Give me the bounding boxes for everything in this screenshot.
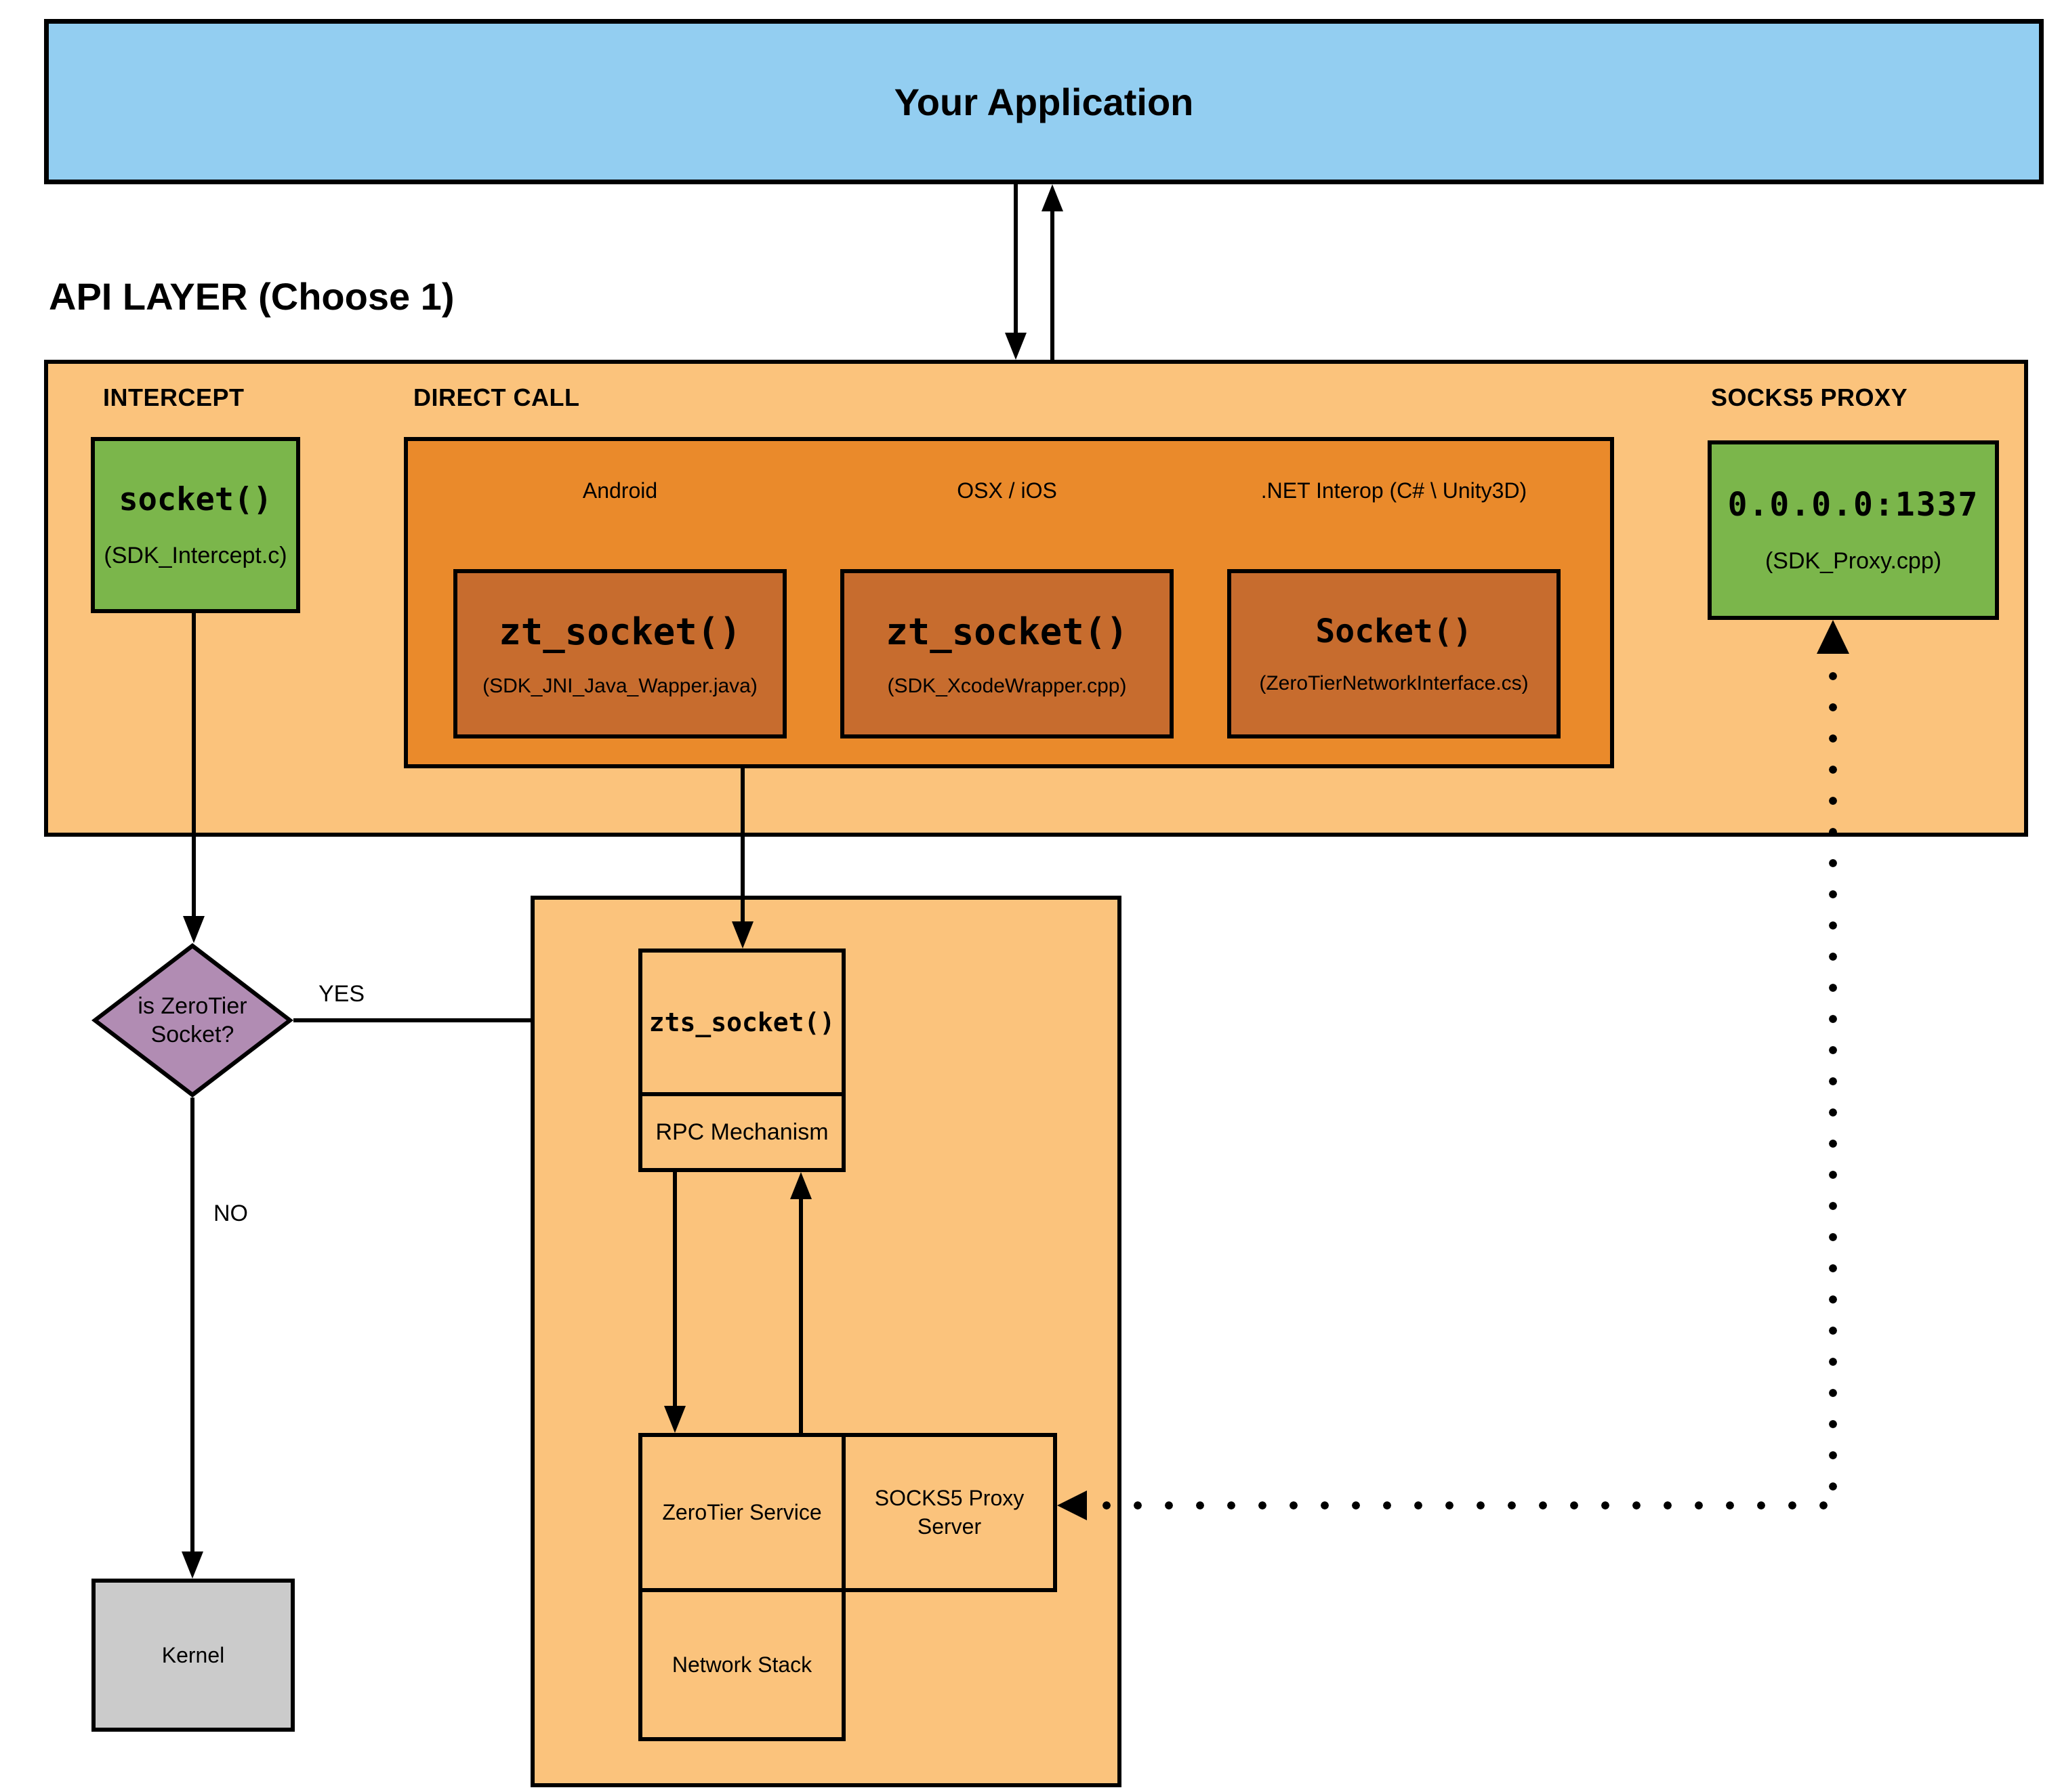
arrow-directcall-to-zts-line bbox=[741, 768, 745, 921]
socks5-proxy-box-subtitle: (SDK_Proxy.cpp) bbox=[1765, 548, 1942, 574]
socks5-proxy-box: 0.0.0.0:1337 (SDK_Proxy.cpp) bbox=[1708, 440, 1999, 620]
direct-call-section-label: DIRECT CALL bbox=[413, 383, 580, 411]
platform-box-osx-ios-title: zt_socket() bbox=[886, 610, 1128, 653]
decision-diamond: is ZeroTier Socket? bbox=[91, 943, 293, 1098]
no-label: NO bbox=[213, 1201, 248, 1226]
kernel-label: Kernel bbox=[161, 1642, 225, 1667]
network-stack-label: Network Stack bbox=[672, 1652, 812, 1677]
arrow-api-to-app-head-icon bbox=[1042, 184, 1063, 211]
platform-box-android: zt_socket() (SDK_JNI_Java_Wapper.java) bbox=[453, 569, 787, 738]
socket-intercept-box: socket() (SDK_Intercept.c) bbox=[91, 437, 300, 613]
rpc-mechanism-box: RPC Mechanism bbox=[638, 1096, 846, 1172]
dotted-line-vertical bbox=[1829, 661, 1837, 1501]
zerotier-service-label: ZeroTier Service bbox=[662, 1500, 822, 1524]
platform-box-android-title: zt_socket() bbox=[499, 610, 741, 653]
arrow-service-to-rpc-line bbox=[799, 1198, 803, 1433]
network-stack-box: Network Stack bbox=[638, 1592, 846, 1741]
platform-box-android-subtitle: (SDK_JNI_Java_Wapper.java) bbox=[482, 674, 758, 697]
arrow-socket-to-decision-line bbox=[192, 613, 196, 916]
dotted-arrow-to-server-head-icon bbox=[1057, 1491, 1087, 1520]
arrow-rpc-to-service-head-icon bbox=[664, 1406, 686, 1433]
api-layer-heading: API LAYER (Choose 1) bbox=[49, 275, 455, 318]
platform-label-osx-ios: OSX / iOS bbox=[957, 478, 1057, 503]
socks5-proxy-server-label: SOCKS5 Proxy Server bbox=[874, 1485, 1025, 1539]
zts-socket-label: zts_socket() bbox=[648, 1007, 836, 1037]
platform-box-dotnet-title: Socket() bbox=[1315, 612, 1472, 650]
arrow-rpc-to-service-line bbox=[673, 1172, 677, 1407]
platform-box-osx-ios: zt_socket() (SDK_XcodeWrapper.cpp) bbox=[840, 569, 1174, 738]
socks5-proxy-section-label: SOCKS5 PROXY bbox=[1711, 383, 1908, 411]
zerotier-service-box: ZeroTier Service bbox=[638, 1433, 846, 1592]
platform-box-dotnet-subtitle: (ZeroTierNetworkInterface.cs) bbox=[1259, 672, 1529, 694]
socket-intercept-subtitle: (SDK_Intercept.c) bbox=[104, 543, 287, 568]
arrow-service-to-rpc-head-icon bbox=[790, 1172, 812, 1199]
zts-socket-box: zts_socket() bbox=[638, 949, 846, 1096]
dotted-line-horizontal bbox=[1091, 1501, 1833, 1509]
your-application-title: Your Application bbox=[894, 80, 1194, 123]
decision-question: is ZeroTier Socket? bbox=[138, 993, 247, 1048]
arrow-no-head-icon bbox=[182, 1551, 203, 1579]
intercept-section-label: INTERCEPT bbox=[103, 383, 245, 411]
arrow-app-to-api-line bbox=[1014, 184, 1018, 333]
arrow-socket-to-decision-head-icon bbox=[183, 916, 205, 943]
platform-label-android: Android bbox=[582, 478, 658, 503]
arrow-app-to-api-head-icon bbox=[1005, 333, 1027, 360]
your-application-box: Your Application bbox=[44, 19, 2044, 184]
socks5-proxy-server-box: SOCKS5 Proxy Server bbox=[846, 1433, 1057, 1592]
dotted-arrow-to-proxy-head-icon bbox=[1817, 620, 1849, 654]
arrow-directcall-to-zts-head-icon bbox=[732, 921, 754, 949]
socket-intercept-title: socket() bbox=[119, 481, 272, 518]
arrow-yes-line bbox=[293, 1018, 611, 1022]
platform-box-dotnet: Socket() (ZeroTierNetworkInterface.cs) bbox=[1227, 569, 1561, 738]
platform-label-dotnet: .NET Interop (C# \ Unity3D) bbox=[1260, 478, 1527, 503]
arrow-api-to-app-line bbox=[1050, 210, 1054, 360]
rpc-mechanism-label: RPC Mechanism bbox=[655, 1119, 829, 1145]
platform-box-osx-ios-subtitle: (SDK_XcodeWrapper.cpp) bbox=[887, 674, 1127, 697]
kernel-box: Kernel bbox=[91, 1579, 295, 1732]
arrow-no-line bbox=[190, 1098, 194, 1551]
yes-label: YES bbox=[318, 981, 365, 1007]
socks5-proxy-box-title: 0.0.0.0:1337 bbox=[1727, 486, 1979, 524]
